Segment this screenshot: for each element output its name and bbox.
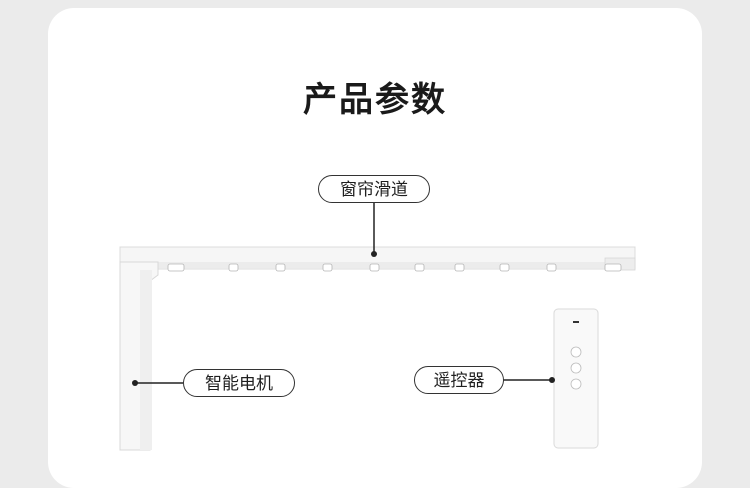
product-diagram: [119, 203, 636, 451]
label-motor: 智能电机: [183, 369, 295, 397]
label-track: 窗帘滑道: [318, 175, 430, 203]
leader-dots: [132, 251, 555, 386]
page-title: 产品参数: [303, 80, 447, 120]
remote-indicator: [573, 321, 579, 323]
down-arrow-icon: [570, 378, 582, 390]
track-gliders: [167, 263, 622, 272]
smart-motor: [119, 261, 159, 451]
pause-icon: [570, 362, 582, 374]
up-arrow-icon: [570, 346, 582, 358]
label-remote: 遥控器: [414, 366, 504, 394]
motor-shade: [140, 270, 152, 450]
leader-lines: [135, 203, 552, 384]
remote-control: [553, 308, 599, 449]
remote-buttons: [570, 346, 582, 390]
